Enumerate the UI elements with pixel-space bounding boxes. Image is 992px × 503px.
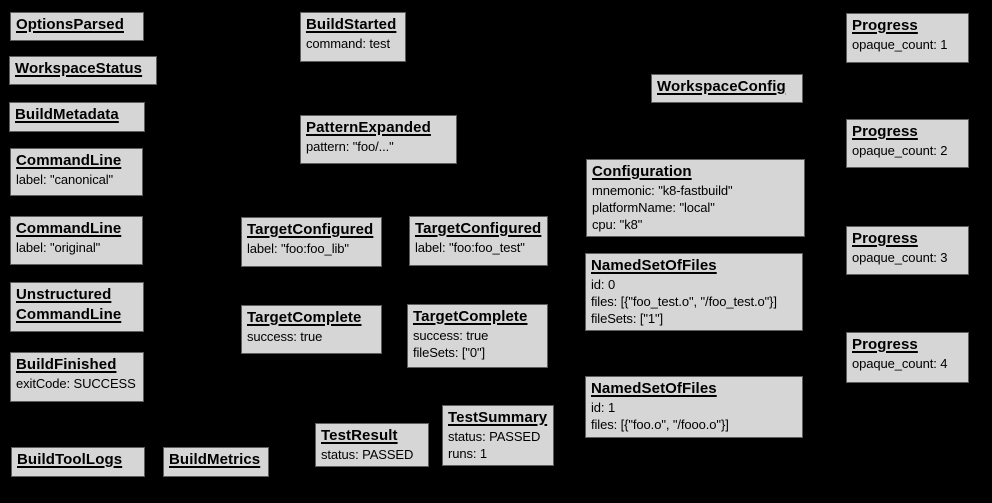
event-lines: status: PASSED [321, 446, 423, 463]
event-box: WorkspaceStatus [9, 56, 157, 85]
event-lines: opaque_count: 2 [852, 142, 963, 159]
event-title: TargetComplete [413, 308, 528, 325]
event-box: Unstructured CommandLine [10, 282, 144, 332]
event-line: exitCode: SUCCESS [16, 376, 136, 391]
event-box: Progress opaque_count: 1 [846, 13, 969, 63]
event-box: BuildFinished exitCode: SUCCESS [10, 352, 144, 402]
event-lines: exitCode: SUCCESS [16, 375, 138, 392]
event-title: Progress [852, 17, 918, 34]
event-box: TestSummary status: PASSED runs: 1 [442, 405, 554, 466]
event-title: TestResult [321, 427, 398, 444]
event-lines: success: true fileSets: ["0"] [413, 327, 542, 361]
event-title: TestSummary [448, 409, 548, 426]
event-lines: opaque_count: 3 [852, 249, 963, 266]
event-box: BuildStarted command: test [300, 12, 406, 62]
event-title: BuildFinished [16, 356, 117, 373]
event-title: TargetConfigured [247, 221, 374, 238]
event-lines: label: "foo:foo_test" [415, 239, 542, 256]
event-lines: label: "foo:foo_lib" [247, 240, 376, 257]
event-lines: command: test [306, 35, 400, 52]
event-lines: success: true [247, 328, 376, 345]
event-line: opaque_count: 4 [852, 356, 948, 371]
event-line: id: 1 [591, 400, 616, 415]
event-line: success: true [247, 329, 323, 344]
event-line: label: "canonical" [16, 172, 114, 187]
event-lines: id: 0 files: [{"foo_test.o", "/foo_test.o… [591, 276, 797, 327]
event-box: BuildMetadata [9, 102, 145, 132]
event-lines: pattern: "foo/..." [306, 138, 451, 155]
event-line: label: "foo:foo_test" [415, 240, 525, 255]
event-line: fileSets: ["1"] [591, 311, 664, 326]
event-title: Progress [852, 336, 918, 353]
event-title: NamedSetOfFiles [591, 380, 717, 397]
event-box: PatternExpanded pattern: "foo/..." [300, 115, 457, 164]
event-box: CommandLine label: "original" [10, 216, 143, 265]
event-box: TargetConfigured label: "foo:foo_test" [409, 216, 548, 266]
event-box: BuildToolLogs [11, 447, 145, 477]
event-box: NamedSetOfFiles id: 1 files: [{"foo.o", "… [585, 376, 803, 438]
event-line: fileSets: ["0"] [413, 345, 486, 360]
event-box: Progress opaque_count: 2 [846, 119, 969, 168]
event-line: platformName: "local" [592, 200, 715, 215]
event-line: mnemonic: "k8-fastbuild" [592, 183, 733, 198]
event-line: status: PASSED [448, 429, 541, 444]
event-line: cpu: "k8" [592, 217, 643, 232]
event-title: Progress [852, 123, 918, 140]
event-title: PatternExpanded [306, 119, 431, 136]
event-box: TargetComplete success: true [241, 305, 382, 354]
event-box: Progress opaque_count: 4 [846, 332, 969, 383]
event-lines: label: "canonical" [16, 171, 137, 188]
event-lines: opaque_count: 4 [852, 355, 963, 372]
event-line: command: test [306, 36, 390, 51]
event-title: BuildStarted [306, 16, 397, 33]
event-title: BuildMetadata [15, 106, 119, 123]
event-title: NamedSetOfFiles [591, 257, 717, 274]
event-title: BuildMetrics [169, 451, 261, 468]
event-line: label: "original" [16, 240, 101, 255]
event-line: files: [{"foo.o", "/fooo.o"}] [591, 417, 729, 432]
event-line: runs: 1 [448, 446, 488, 461]
event-title: CommandLine [16, 220, 122, 237]
event-box: OptionsParsed [10, 12, 144, 41]
event-lines: id: 1 files: [{"foo.o", "/fooo.o"}] [591, 399, 797, 433]
event-line: opaque_count: 3 [852, 250, 948, 265]
event-box: NamedSetOfFiles id: 0 files: [{"foo_test.… [585, 253, 803, 331]
event-title: Progress [852, 230, 918, 247]
event-title: WorkspaceConfig [657, 78, 786, 95]
event-line: opaque_count: 2 [852, 143, 948, 158]
event-title: WorkspaceStatus [15, 60, 143, 77]
event-box: TargetConfigured label: "foo:foo_lib" [241, 217, 382, 267]
event-line: status: PASSED [321, 447, 414, 462]
event-line: id: 0 [591, 277, 616, 292]
event-title: BuildToolLogs [17, 451, 123, 468]
event-title: Configuration [592, 163, 692, 180]
event-lines: label: "original" [16, 239, 137, 256]
event-title: TargetConfigured [415, 220, 542, 237]
event-box: WorkspaceConfig [651, 74, 803, 103]
event-box: TargetComplete success: true fileSets: ["… [407, 304, 548, 368]
event-box: Progress opaque_count: 3 [846, 226, 969, 275]
event-box: TestResult status: PASSED [315, 423, 429, 467]
event-title: OptionsParsed [16, 16, 124, 33]
event-lines: status: PASSED runs: 1 [448, 428, 548, 462]
event-line: pattern: "foo/..." [306, 139, 394, 154]
event-lines: mnemonic: "k8-fastbuild" platformName: "l… [592, 182, 799, 233]
event-title: CommandLine [16, 152, 122, 169]
event-box: Configuration mnemonic: "k8-fastbuild" pl… [586, 159, 805, 237]
event-line: label: "foo:foo_lib" [247, 241, 349, 256]
event-line: success: true [413, 328, 489, 343]
event-title: Unstructured CommandLine [16, 286, 122, 323]
event-lines: opaque_count: 1 [852, 36, 963, 53]
event-box: BuildMetrics [163, 447, 269, 477]
event-line: opaque_count: 1 [852, 37, 948, 52]
event-line: files: [{"foo_test.o", "/foo_test.o"}] [591, 294, 777, 309]
event-box: CommandLine label: "canonical" [10, 148, 143, 196]
event-title: TargetComplete [247, 309, 362, 326]
